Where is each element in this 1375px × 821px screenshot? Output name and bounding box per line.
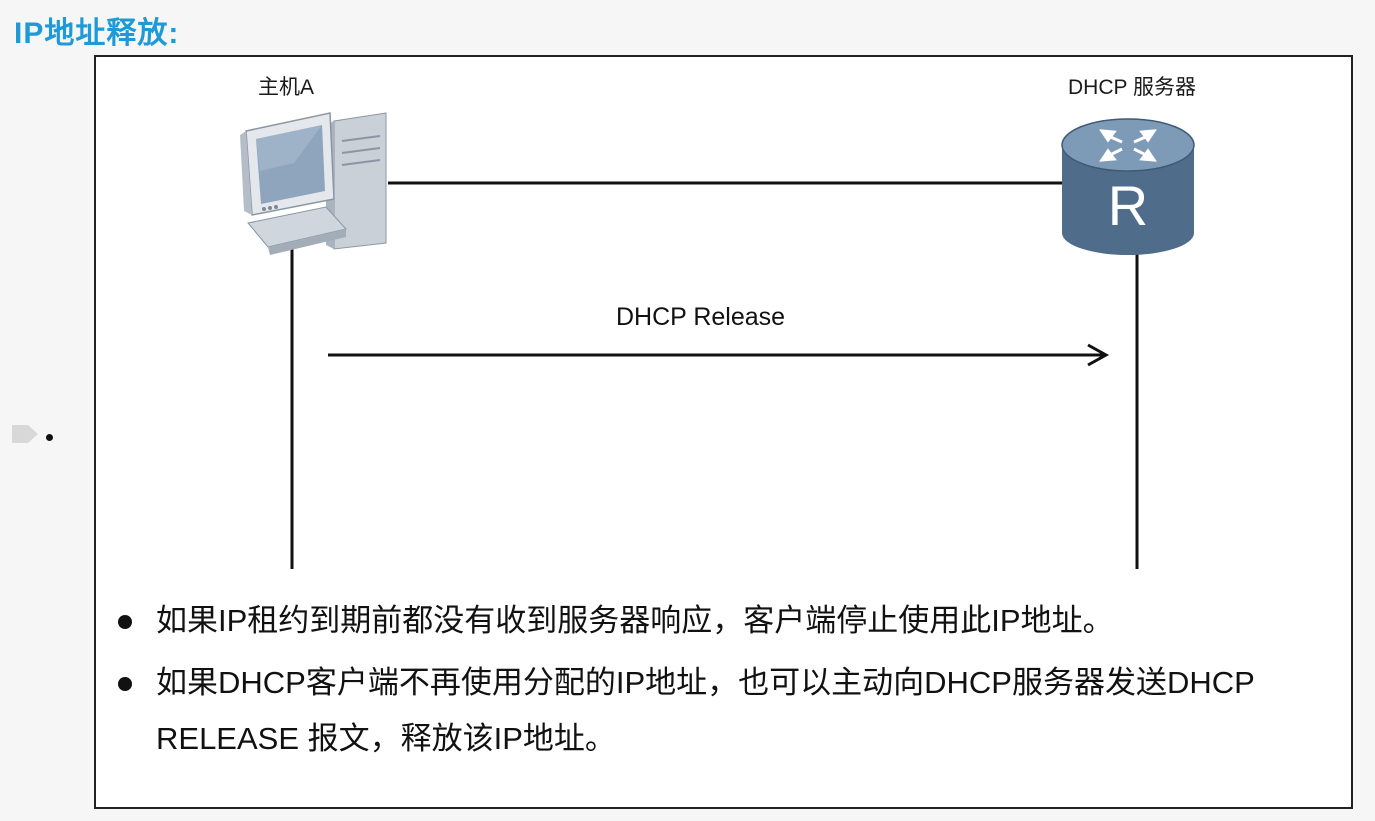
slide-bullet-dot	[46, 434, 53, 441]
host-label: 主机A	[258, 76, 315, 99]
bullet-dot	[118, 615, 132, 629]
release-arrow	[328, 343, 1110, 367]
list-item: 如果IP租约到期前都没有收到服务器响应，客户端停止使用此IP地址。	[116, 593, 1336, 649]
router-letter: R	[1108, 174, 1148, 237]
computer-icon	[240, 112, 387, 255]
message-label: DHCP Release	[616, 303, 786, 331]
diagram-frame: R 主机A DHCP 服务器 DHCP Release 如果IP租约到期前都没有…	[94, 55, 1353, 809]
router-icon: R	[1061, 118, 1195, 255]
slide-marker-icon	[12, 425, 38, 443]
bullet-text: 如果IP租约到期前都没有收到服务器响应，客户端停止使用此IP地址。	[156, 603, 1114, 638]
page-title: IP地址释放:	[14, 17, 180, 50]
bullet-dot	[118, 677, 132, 691]
bullet-list: 如果IP租约到期前都没有收到服务器响应，客户端停止使用此IP地址。 如果DHCP…	[116, 593, 1336, 773]
sequence-diagram: R 主机A DHCP 服务器 DHCP Release	[96, 57, 1355, 617]
list-item: 如果DHCP客户端不再使用分配的IP地址，也可以主动向DHCP服务器发送DHCP…	[116, 655, 1336, 767]
server-label: DHCP 服务器	[1068, 76, 1196, 99]
bullet-text: 如果DHCP客户端不再使用分配的IP地址，也可以主动向DHCP服务器发送DHCP…	[156, 665, 1255, 756]
